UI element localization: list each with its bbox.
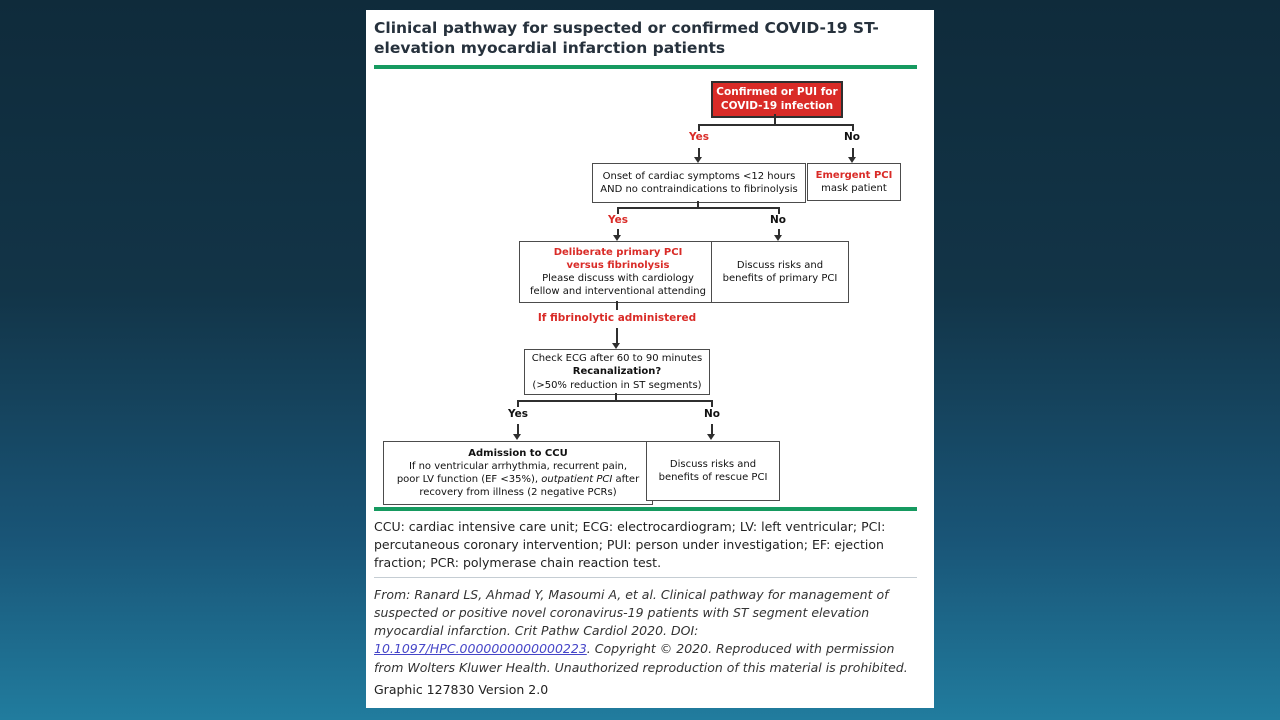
graphic-panel: Clinical pathway for suspected or confir…: [366, 10, 934, 708]
connector-line: [617, 207, 619, 214]
page-title: Clinical pathway for suspected or confir…: [374, 19, 879, 58]
branch1-yes-label: Yes: [688, 131, 709, 143]
flow-node-emergent-pci: Emergent PCI mask patient: [807, 163, 901, 201]
flow-node-discuss-primary-pci: Discuss risks and benefits of primary PC…: [711, 241, 849, 303]
connector-line: [698, 124, 700, 131]
flow-node-check-ecg: Check ECG after 60 to 90 minutes Recanal…: [524, 349, 710, 395]
connector-line: [517, 400, 713, 402]
flow-node-discuss-rescue-pci: Discuss risks and benefits of rescue PCI: [646, 441, 780, 501]
flow-node-onset-symptoms: Onset of cardiac symptoms <12 hours AND …: [592, 163, 806, 203]
connector-line: [852, 148, 854, 157]
arrow-down-icon: [848, 157, 856, 163]
fibrinolytic-label: If fibrinolytic administered: [537, 312, 697, 324]
connector-line: [698, 148, 700, 157]
connector-line: [711, 400, 713, 407]
arrow-down-icon: [774, 235, 782, 241]
arrow-down-icon: [707, 434, 715, 440]
connector-line: [697, 201, 699, 209]
connector-line: [698, 124, 854, 126]
connector-line: [617, 229, 619, 236]
connector-line: [517, 424, 519, 435]
footer-green-rule: [374, 507, 917, 511]
branch3-no-label: No: [703, 408, 720, 420]
title-green-rule: [374, 65, 917, 69]
arrow-down-icon: [513, 434, 521, 440]
flow-node-admission-ccu: Admission to CCU If no ventricular arrhy…: [383, 441, 653, 505]
connector-line: [711, 424, 713, 435]
connector-line: [778, 207, 780, 214]
connector-line: [774, 114, 776, 124]
branch2-no-label: No: [769, 214, 786, 226]
arrow-down-icon: [694, 157, 702, 163]
connector-line: [616, 301, 618, 310]
abbreviations-text: CCU: cardiac intensive care unit; ECG: e…: [374, 519, 886, 570]
flow-node-confirmed-pui: Confirmed or PUI for COVID-19 infection: [711, 81, 843, 118]
doi-link[interactable]: 10.1097/HPC.0000000000000223: [374, 641, 587, 657]
graphic-version-text: Graphic 127830 Version 2.0: [374, 682, 549, 697]
arrow-down-icon: [612, 343, 620, 349]
branch3-yes-label: Yes: [507, 408, 528, 420]
branch1-no-label: No: [843, 131, 860, 143]
flow-node-deliberate-pci: Deliberate primary PCI versus fibrinolys…: [519, 241, 717, 303]
branch2-yes-label: Yes: [607, 214, 628, 226]
connector-line: [778, 229, 780, 236]
connector-line: [617, 207, 780, 209]
footer-divider: [374, 577, 917, 578]
connector-line: [615, 393, 617, 401]
connector-line: [616, 328, 618, 343]
connector-line: [517, 400, 519, 407]
arrow-down-icon: [613, 235, 621, 241]
admission-line3: poor LV function (EF <35%), outpatient P…: [396, 474, 640, 485]
connector-line: [852, 124, 854, 131]
citation-text: From: Ranard LS, Ahmad Y, Masoumi A, et …: [374, 587, 908, 675]
